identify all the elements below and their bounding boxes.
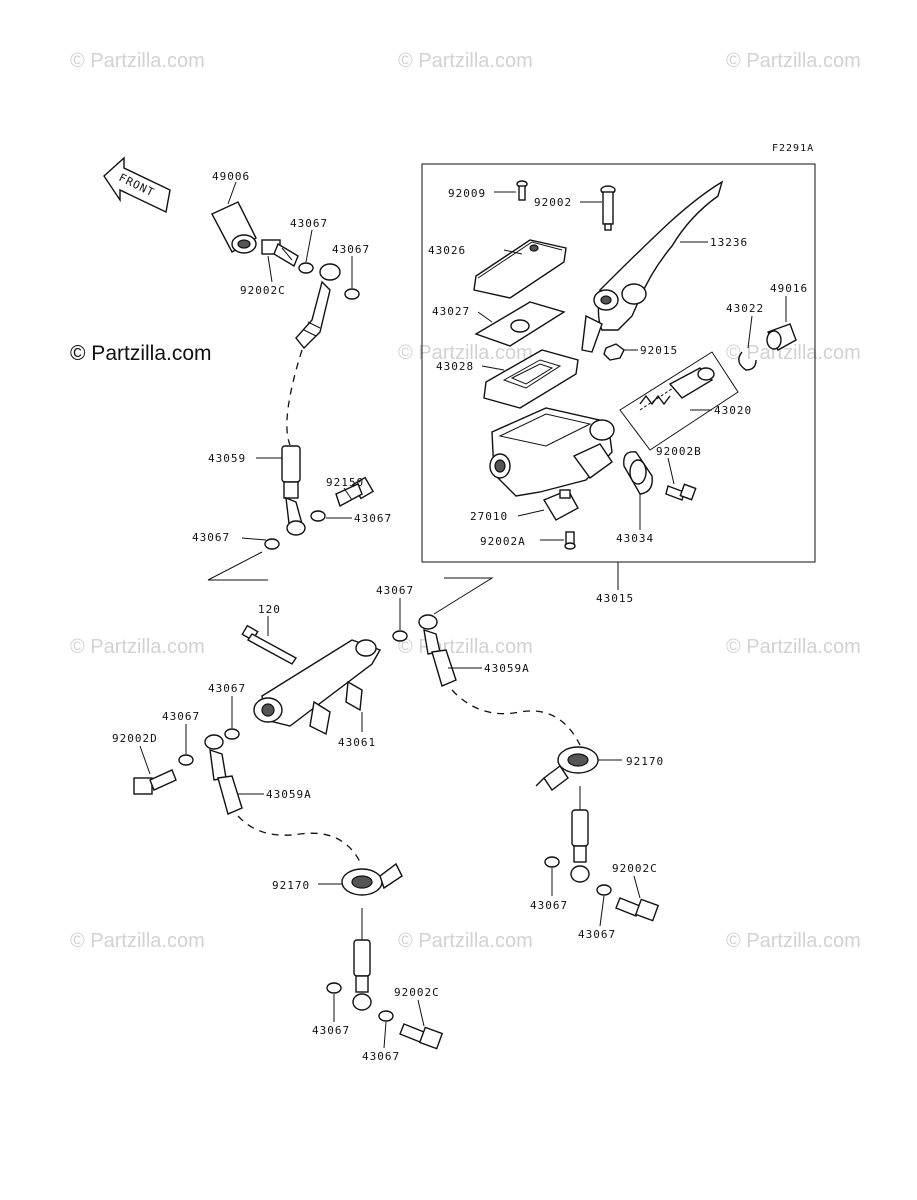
watermark: © Partzilla.com xyxy=(726,636,861,658)
part-label: 43059A xyxy=(266,788,312,801)
cover-43026 xyxy=(473,239,567,299)
banjo-bolt-92002C xyxy=(261,239,299,268)
watermark: © Partzilla.com xyxy=(398,50,533,72)
watermark: © Partzilla.com xyxy=(70,636,205,658)
washer xyxy=(178,754,194,766)
copyright-notice: © Partzilla.com xyxy=(70,342,212,365)
part-label: 43067 xyxy=(376,584,414,597)
bolt-92002D xyxy=(133,769,177,795)
watermark: © Partzilla.com xyxy=(398,342,533,364)
watermark: © Partzilla.com xyxy=(70,50,205,72)
cylinder-body xyxy=(489,407,615,497)
diaphragm-43028 xyxy=(483,349,579,409)
part-label: 43022 xyxy=(726,302,764,315)
bolt-92002C-lower xyxy=(399,1023,444,1050)
part-label: 92002B xyxy=(656,445,702,458)
switch-27010 xyxy=(542,489,579,521)
part-label: 92002C xyxy=(240,284,286,297)
watermark: © Partzilla.com xyxy=(398,930,533,952)
watermark: © Partzilla.com xyxy=(726,930,861,952)
hose-fitting-43059A-upper xyxy=(418,614,457,687)
washer xyxy=(224,728,240,740)
part-label: 43059A xyxy=(484,662,530,675)
part-label: 43028 xyxy=(436,360,474,373)
part-label: 120 xyxy=(258,603,281,616)
watermark: © Partzilla.com xyxy=(70,930,205,952)
nut-92015 xyxy=(603,343,625,361)
part-label: 43067 xyxy=(332,243,370,256)
lever-13236 xyxy=(581,180,724,353)
hose-fitting-43059 xyxy=(281,445,306,536)
joint-43061 xyxy=(253,639,382,736)
part-label: 27010 xyxy=(470,510,508,523)
part-label: 92002D xyxy=(112,732,158,745)
part-label: 92002C xyxy=(394,986,440,999)
washer xyxy=(344,288,360,300)
bolt-120 xyxy=(241,624,298,665)
part-label: 43015 xyxy=(596,592,634,605)
boot-49016 xyxy=(766,323,797,351)
banjo-92170-right xyxy=(535,746,599,792)
watermark: © Partzilla.com xyxy=(726,50,861,72)
part-label: 92150 xyxy=(326,476,364,489)
part-label: 43026 xyxy=(428,244,466,257)
washer xyxy=(310,510,326,522)
washer xyxy=(378,1010,394,1022)
screw-92002A xyxy=(564,531,576,550)
part-label: 43067 xyxy=(208,682,246,695)
washer xyxy=(392,630,408,642)
part-label: 92170 xyxy=(272,879,310,892)
banjo-92170-left xyxy=(341,862,403,896)
cap-49006 xyxy=(211,201,257,254)
part-label: 92002C xyxy=(612,862,658,875)
part-label: 49006 xyxy=(212,170,250,183)
piston-kit-43020 xyxy=(619,351,739,451)
part-label: 49016 xyxy=(770,282,808,295)
clip-43022 xyxy=(738,351,757,371)
hose-fitting-lower-right xyxy=(570,809,590,883)
bolt-92002B xyxy=(665,483,697,501)
part-label: 92002 xyxy=(534,196,572,209)
part-label: 43067 xyxy=(290,217,328,230)
part-label: 13236 xyxy=(710,236,748,249)
hose-fitting-43059A-lower xyxy=(204,734,243,815)
watermark: © Partzilla.com xyxy=(726,342,861,364)
part-label: 43067 xyxy=(362,1050,400,1063)
part-label: 43061 xyxy=(338,736,376,749)
part-label: 43059 xyxy=(208,452,246,465)
part-label: 92170 xyxy=(626,755,664,768)
pivot-bolt-92002 xyxy=(600,185,616,231)
hose-fitting-lower-left xyxy=(352,939,372,1011)
washer xyxy=(326,982,342,994)
part-label: 43020 xyxy=(714,404,752,417)
bolt-92002C-right xyxy=(615,897,660,922)
part-label: 92009 xyxy=(448,187,486,200)
part-label: 43067 xyxy=(530,899,568,912)
figure-code: F2291A xyxy=(772,143,815,154)
part-label: 43034 xyxy=(616,532,654,545)
part-label: 43067 xyxy=(354,512,392,525)
washer xyxy=(298,262,314,274)
washer xyxy=(596,884,612,896)
washer xyxy=(264,538,280,550)
front-arrow-icon: FRONT xyxy=(103,156,171,214)
part-label: 43067 xyxy=(578,928,616,941)
screw-92009 xyxy=(516,180,528,201)
part-label: 43027 xyxy=(432,305,470,318)
part-label: 92002A xyxy=(480,535,526,548)
washer xyxy=(544,856,560,868)
part-label: 43067 xyxy=(192,531,230,544)
part-label: 43067 xyxy=(312,1024,350,1037)
hose-fitting-upper xyxy=(295,263,341,350)
plate-43027 xyxy=(474,301,566,347)
part-label: 92015 xyxy=(640,344,678,357)
clamp-43034 xyxy=(623,451,653,495)
part-label: 43067 xyxy=(162,710,200,723)
